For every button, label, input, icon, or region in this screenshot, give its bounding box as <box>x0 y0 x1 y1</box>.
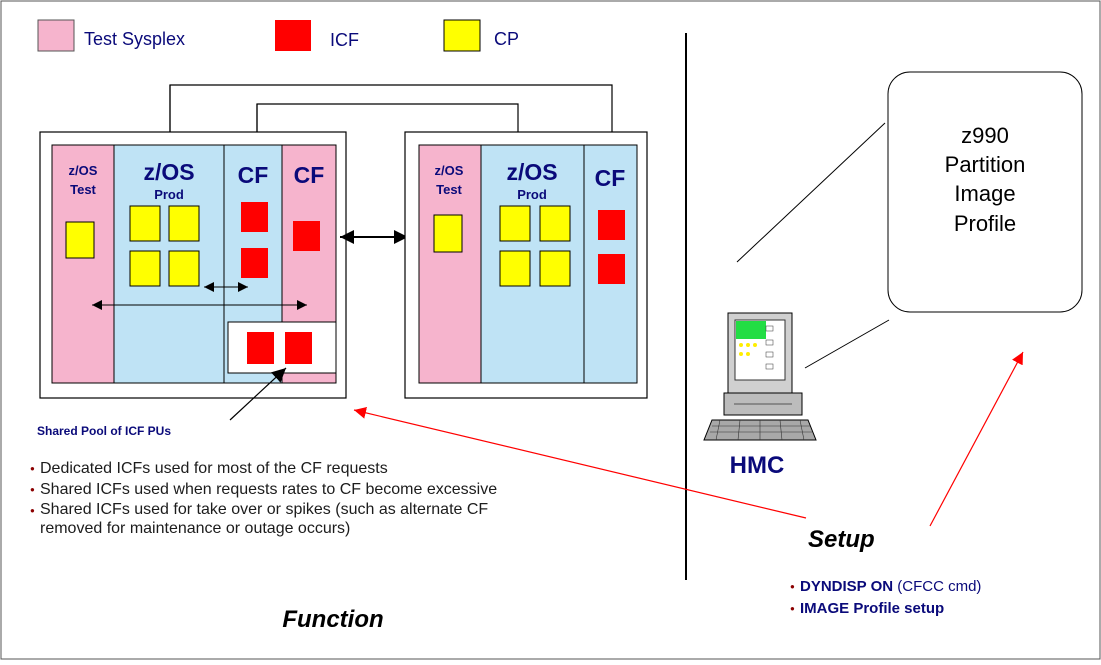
callout-line <box>804 319 890 369</box>
function-bullet: Shared ICFs used when requests rates to … <box>30 479 680 500</box>
setup-bullet-bold: DYNDISP ON <box>800 578 894 595</box>
left-zos-prod-sub: Prod <box>154 187 184 202</box>
callout-line <box>736 122 886 263</box>
legend-label-test-sysplex: Test Sysplex <box>84 29 185 49</box>
cp-processor <box>499 250 531 287</box>
function-bullet-line: Shared ICFs used for take over or spikes… <box>40 501 489 518</box>
right-zos-prod-title: z/OS <box>506 159 557 185</box>
setup-to-profile-arrow <box>929 351 1024 527</box>
legend-swatch-cp <box>443 19 481 52</box>
right-zos-test-partition <box>418 144 482 384</box>
legend-label-cp: CP <box>494 29 519 49</box>
left-zos-test-title: z/OS <box>69 163 98 178</box>
cp-processor <box>168 250 200 287</box>
function-bullet: Shared ICFs used for take over or spikes… <box>30 500 680 538</box>
left-cec: z/OS Test z/OS Prod CF CF <box>39 131 347 399</box>
setup-bullets: DYNDISP ON (CFCC cmd) IMAGE Profile setu… <box>790 576 1090 620</box>
setup-bullet: DYNDISP ON (CFCC cmd) <box>790 576 1090 598</box>
shared-pool-pointer <box>229 367 287 421</box>
setup-bullet-text: (CFCC cmd) <box>893 578 982 595</box>
icf-processor <box>285 332 312 364</box>
setup-bullet-bold: IMAGE Profile setup <box>800 600 945 617</box>
cp-processor <box>129 205 161 242</box>
icf-processor <box>241 248 268 278</box>
hmc-label: HMC <box>730 452 785 479</box>
function-bullets: Dedicated ICFs used for most of the CF r… <box>30 458 680 538</box>
function-bullet: Dedicated ICFs used for most of the CF r… <box>30 458 680 479</box>
setup-label: Setup <box>808 526 875 553</box>
icf-processor <box>598 254 625 284</box>
profile-line: Image <box>954 181 1015 206</box>
profile-line: z990 <box>961 123 1009 148</box>
left-cf-test-label: CF <box>294 162 325 188</box>
left-zos-prod-title: z/OS <box>143 159 194 185</box>
left-cf-label: CF <box>238 162 269 188</box>
shared-pool-label: Shared Pool of ICF PUs <box>37 424 171 438</box>
cp-processor <box>168 205 200 242</box>
right-zos-test-title: z/OS <box>435 163 464 178</box>
setup-bullet: IMAGE Profile setup <box>790 598 1090 620</box>
function-label: Function <box>282 606 383 633</box>
right-cec: z/OS Test z/OS Prod CF <box>404 131 648 399</box>
legend: Test Sysplex ICF CP <box>37 19 519 52</box>
cp-processor <box>65 221 95 259</box>
right-cf-label: CF <box>595 165 626 191</box>
right-zos-test-sub: Test <box>436 182 462 197</box>
legend-label-icf: ICF <box>330 30 359 50</box>
profile-line: Profile <box>954 211 1016 236</box>
cp-processor <box>129 250 161 287</box>
cp-processor <box>433 214 463 253</box>
left-zos-test-sub: Test <box>70 182 96 197</box>
icf-processor <box>241 202 268 232</box>
hmc-computer-icon <box>703 312 817 441</box>
image-profile-box <box>887 71 1083 313</box>
cp-processor <box>499 205 531 242</box>
profile-line: Partition <box>945 152 1026 177</box>
icf-processor <box>293 221 320 251</box>
icf-processor <box>247 332 274 364</box>
right-zos-prod-sub: Prod <box>517 187 547 202</box>
screen-window-icon <box>736 321 766 339</box>
left-zos-test-partition <box>51 144 115 384</box>
legend-swatch-icf <box>275 20 311 51</box>
cp-processor <box>539 205 571 242</box>
image-profile-callout: z990 Partition Image Profile <box>736 71 1083 369</box>
function-bullet-line: removed for maintenance or outage occurs… <box>40 520 351 537</box>
icf-processor <box>598 210 625 240</box>
cp-processor <box>539 250 571 287</box>
shared-icf-pool <box>227 321 337 374</box>
legend-swatch-test-sysplex <box>37 19 75 52</box>
